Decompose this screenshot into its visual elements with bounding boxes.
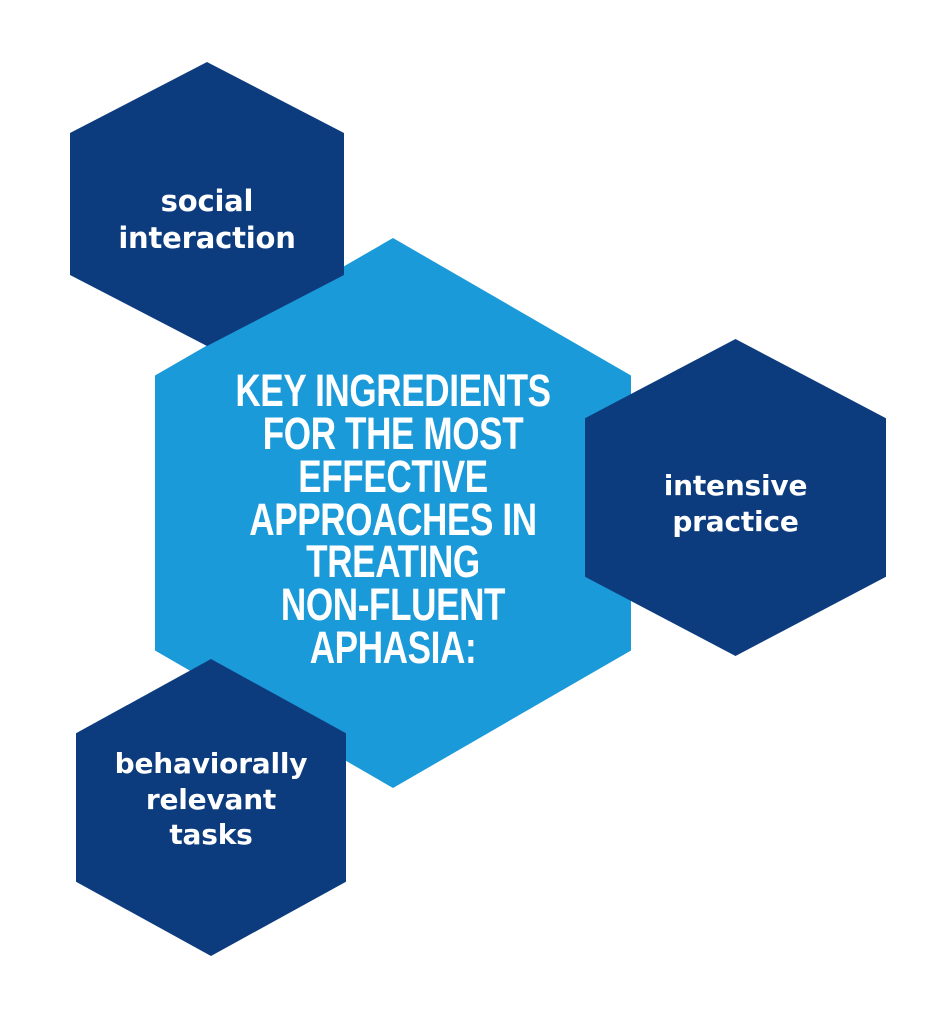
node-label-line-1: social [160, 183, 254, 218]
center-heading-line-2: FOR THE MOST [262, 408, 524, 460]
center-heading-line-6: NON-FLUENT [280, 579, 506, 631]
node-label-line-2: practice [672, 504, 799, 538]
node-label-line-3: tasks [169, 818, 253, 852]
node-hexagon-behaviorally-relevant-tasks: behaviorally relevant tasks [76, 659, 346, 956]
center-heading-line-3: EFFECTIVE [298, 450, 488, 502]
center-heading-line-4: APPROACHES IN [249, 493, 537, 545]
node-label-line-2: interaction [118, 221, 296, 255]
node-label-social-interaction: social interaction [70, 183, 344, 257]
center-heading: KEY INGREDIENTS FOR THE MOST EFFECTIVE A… [207, 365, 578, 673]
center-heading-line-5: TREATING [306, 536, 480, 588]
node-label-behaviorally-relevant-tasks: behaviorally relevant tasks [76, 746, 346, 853]
node-label-line-1: behaviorally [114, 746, 308, 780]
node-label-line-2: relevant [145, 782, 277, 816]
node-label-intensive-practice: intensive practice [585, 468, 886, 540]
node-label-line-1: intensive [663, 468, 808, 502]
center-heading-line-1: KEY INGREDIENTS [235, 365, 551, 417]
center-heading-line-7: APHASIA: [309, 621, 477, 673]
